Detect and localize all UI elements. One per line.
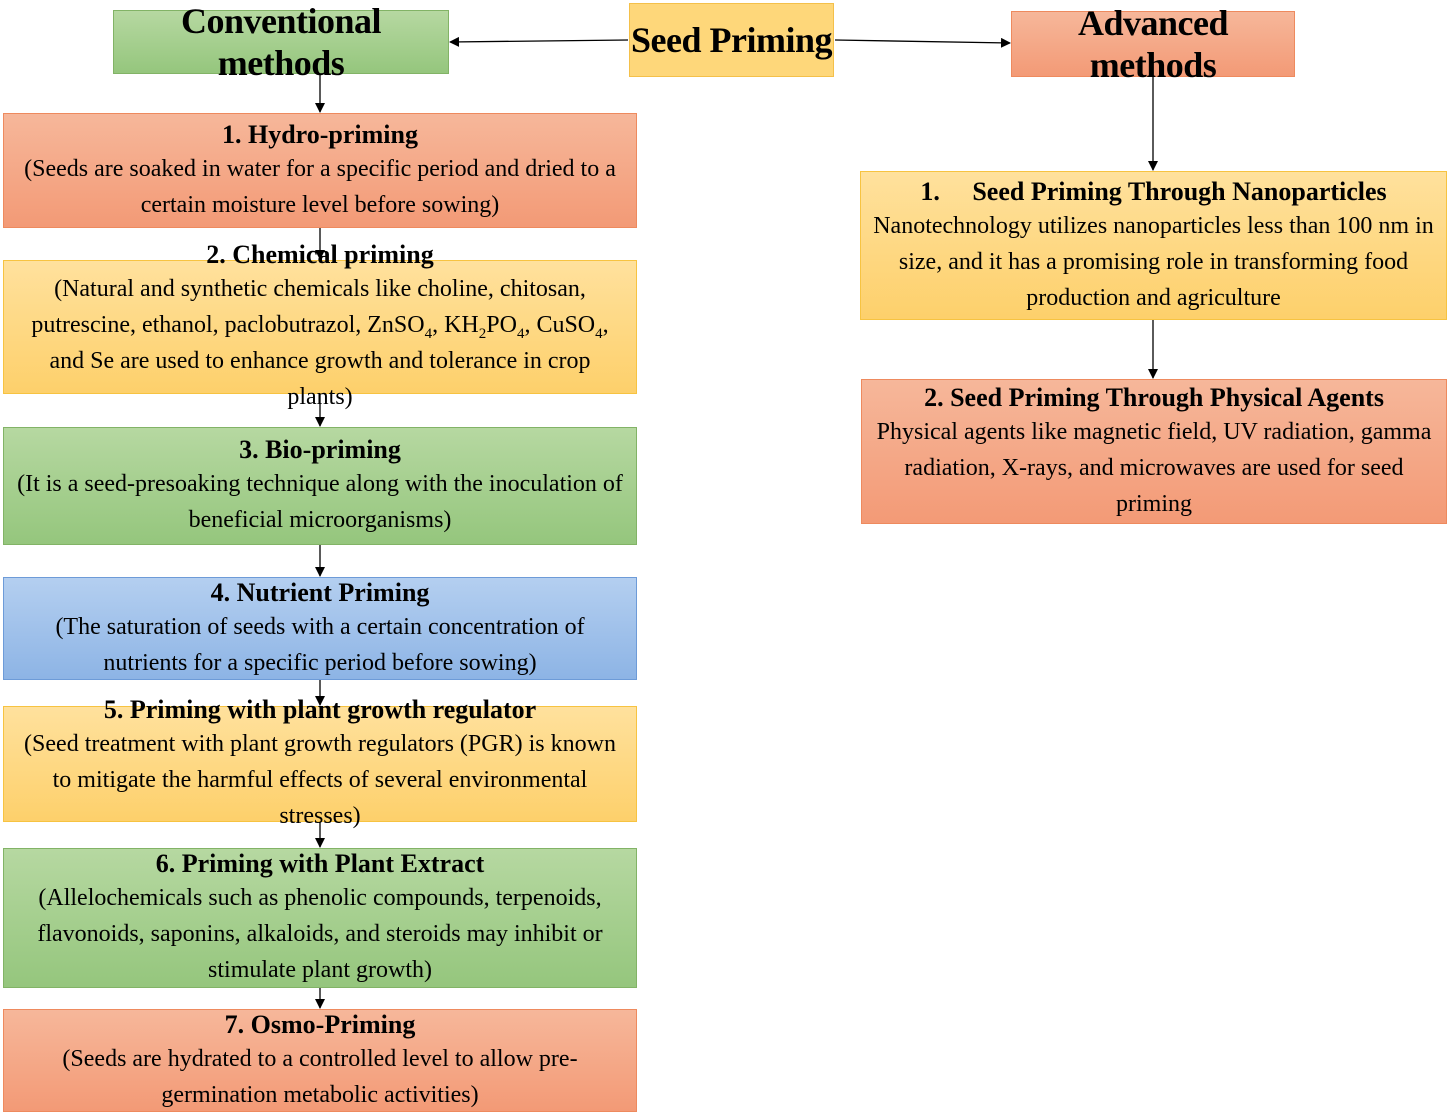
advanced-nanoparticles: 1. Seed Priming Through Nanoparticles Na…	[860, 171, 1447, 320]
step-description: (Seed treatment with plant growth regula…	[24, 731, 616, 829]
subscript: 4	[516, 325, 525, 342]
step-pgr-priming: 5. Priming with plant growth regulator (…	[3, 695, 637, 829]
desc-text: , KH	[432, 312, 479, 338]
desc-text: , and Se are used to enhance growth and …	[49, 312, 609, 410]
arrow-root-to-conventional	[449, 36, 629, 47]
step-description: (Seeds are hydrated to a controlled leve…	[62, 1045, 578, 1108]
arrow-root-to-advanced	[834, 37, 1011, 48]
step-bio-priming: 3. Bio-priming (It is a seed-presoaking …	[3, 427, 637, 545]
desc-text: PO	[486, 312, 517, 338]
step-description: Nanotechnology utilizes nanoparticles le…	[873, 212, 1434, 311]
step-title: 6. Priming with Plant Extract	[155, 849, 485, 878]
conventional-methods-header: Conventional methods	[113, 1, 449, 83]
root-label: Seed Priming	[631, 20, 832, 60]
step-title: 4. Nutrient Priming	[210, 577, 430, 607]
subscript: 4	[424, 325, 433, 342]
conventional-methods-label: Conventional methods	[180, 1, 382, 83]
root-node: Seed Priming	[629, 3, 834, 77]
step-title: 2. Seed Priming Through Physical Agents	[924, 382, 1384, 412]
step-description: (Allelochemicals such as phenolic compou…	[37, 885, 603, 983]
step-description: (It is a seed-presoaking technique along…	[17, 471, 623, 533]
step-title: 2. Chemical priming	[206, 240, 434, 269]
subscript: 4	[595, 325, 603, 342]
step-title: 7. Osmo-Priming	[224, 1009, 416, 1039]
step-plant-extract-priming: 6. Priming with Plant Extract (Alleloche…	[3, 848, 637, 988]
step-description: (Natural and synthetic chemicals like ch…	[4, 271, 636, 415]
subscript: 2	[478, 325, 487, 342]
step-description: (The saturation of seeds with a certain …	[55, 613, 585, 676]
step-title: 3. Bio-priming	[239, 435, 401, 464]
advanced-methods-label: Advanced methods	[1077, 3, 1229, 85]
step-hydro-priming: 1. Hydro-priming (Seeds are soaked in wa…	[3, 113, 637, 228]
step-nutrient-priming: 4. Nutrient Priming (The saturation of s…	[3, 577, 637, 680]
advanced-physical-agents: 2. Seed Priming Through Physical Agents …	[861, 379, 1447, 524]
step-chemical-priming: 2. Chemical priming (Natural and synthet…	[3, 240, 637, 410]
step-osmo-priming: 7. Osmo-Priming (Seeds are hydrated to a…	[3, 1009, 637, 1112]
step-description: Physical agents like magnetic field, UV …	[876, 418, 1432, 517]
desc-text: , CuSO	[524, 312, 596, 338]
step-title: 1. Hydro-priming	[222, 119, 418, 149]
step-title: 1. Seed Priming Through Nanoparticles	[920, 176, 1387, 206]
step-description: (Seeds are soaked in water for a specifi…	[24, 155, 616, 218]
step-title: 5. Priming with plant growth regulator	[103, 695, 537, 724]
advanced-methods-header: Advanced methods	[1011, 3, 1295, 85]
desc-text: (Natural and synthetic chemicals like ch…	[31, 276, 586, 338]
